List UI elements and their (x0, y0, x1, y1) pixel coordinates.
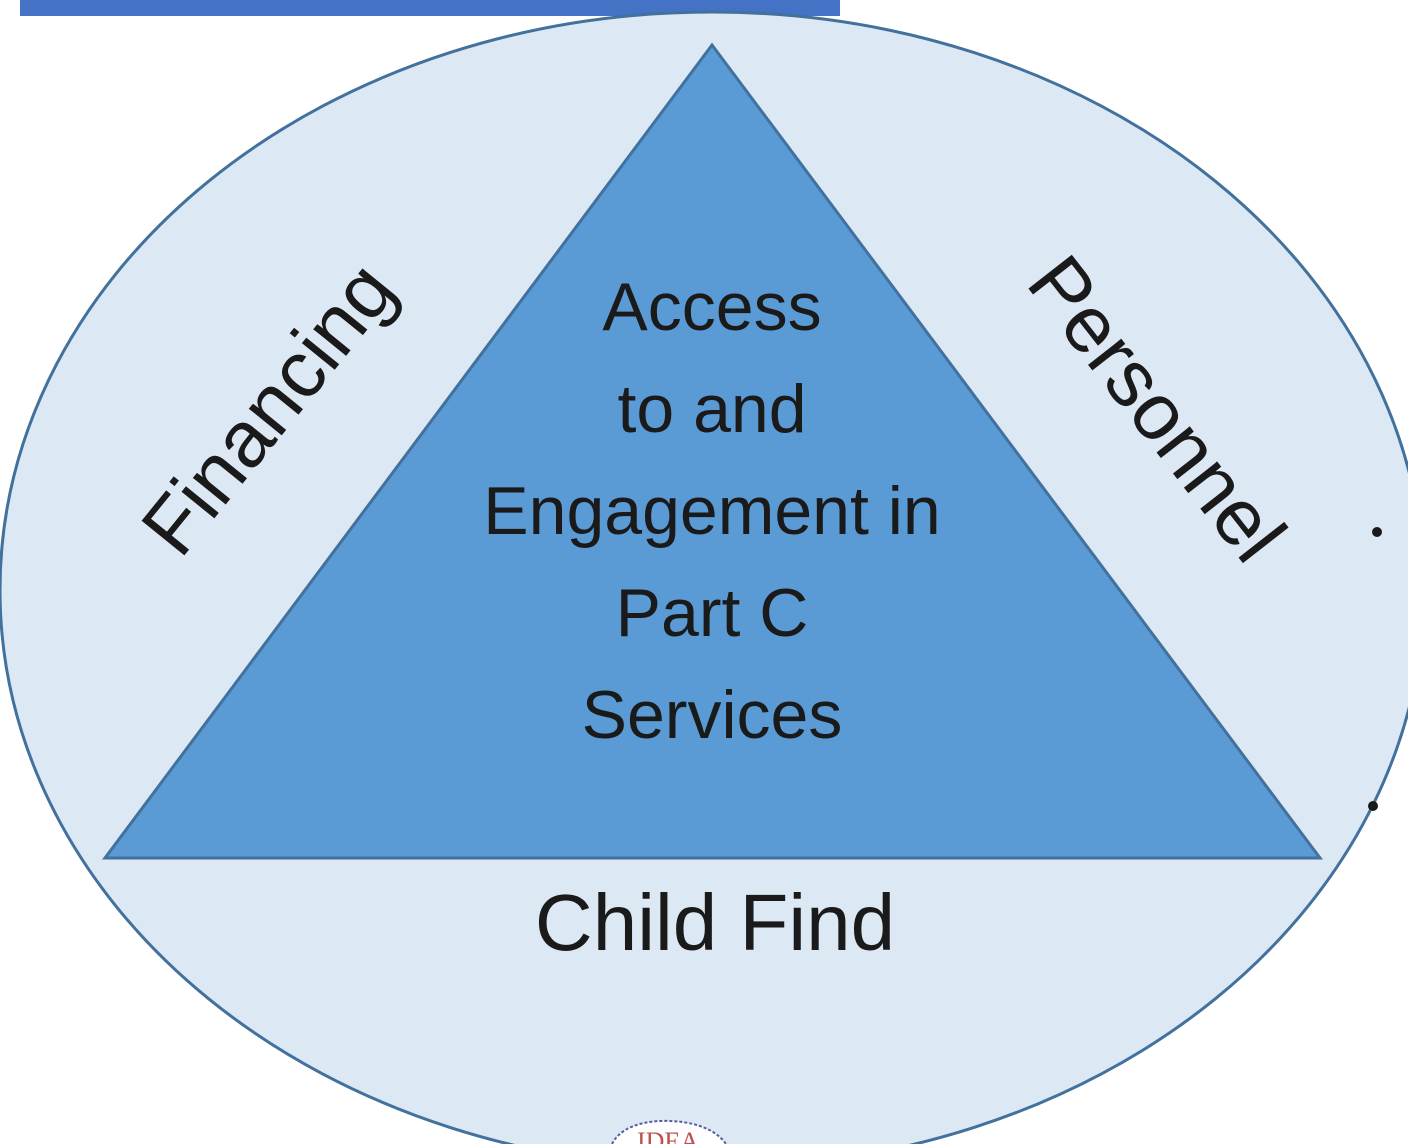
center-text: Access to and Engagement in Part C Servi… (483, 269, 940, 753)
header-bar (20, 0, 840, 16)
bullet-dot-1 (1372, 527, 1382, 537)
bottom-label: Child Find (535, 878, 895, 967)
bullet-dot-2 (1368, 801, 1378, 811)
logo-text: IDEA (637, 1127, 699, 1144)
center-line-1: Access (602, 269, 821, 345)
center-line-5: Services (582, 677, 843, 753)
center-line-4: Part C (616, 575, 809, 651)
center-line-3: Engagement in (483, 473, 940, 549)
idea-logo: IDEA (611, 1119, 727, 1144)
center-line-2: to and (617, 371, 806, 447)
center-triangle (102, 42, 1323, 860)
